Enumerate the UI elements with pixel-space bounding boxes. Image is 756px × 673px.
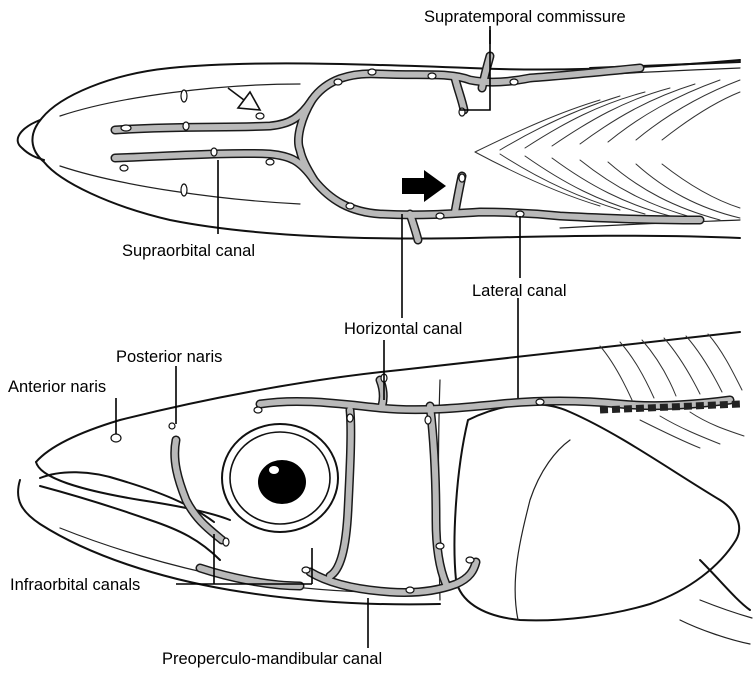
lateral-belly-line-2 — [700, 600, 752, 618]
lateral-scales — [600, 334, 744, 448]
lateral-jaw-lip — [40, 486, 220, 560]
lateral-upper-jaw — [36, 462, 230, 520]
lateral-canal-system — [111, 374, 740, 593]
dorsal-snout-inner — [18, 120, 44, 160]
dorsal-view — [18, 56, 740, 240]
dorsal-snout-line — [60, 84, 300, 116]
lateral-belly-line — [680, 620, 750, 644]
white-arrow-icon — [228, 88, 260, 110]
label-anterior-naris: Anterior naris — [8, 378, 106, 396]
label-lateral-canal: Lateral canal — [472, 282, 566, 300]
lateral-eye — [222, 424, 338, 532]
label-supratemporal-commissure: Supratemporal commissure — [424, 8, 626, 26]
lateral-operculum — [455, 404, 740, 620]
black-arrow-icon — [402, 170, 446, 202]
dorsal-canal-system — [115, 56, 700, 240]
label-infraorbital-canals: Infraorbital canals — [10, 576, 140, 594]
label-horizontal-canal: Horizontal canal — [344, 320, 462, 338]
dorsal-snout-line-2 — [60, 166, 300, 204]
lateral-operculum-inner — [515, 440, 570, 620]
label-posterior-naris: Posterior naris — [116, 348, 222, 366]
lateral-view — [18, 332, 752, 644]
label-supraorbital-canal: Supraorbital canal — [122, 242, 255, 260]
dorsal-scales — [475, 80, 740, 220]
label-preoperculo-mandibular-canal: Preoperculo-mandibular canal — [162, 650, 382, 668]
labels: Supratemporal commissure Supraorbital ca… — [8, 8, 626, 668]
